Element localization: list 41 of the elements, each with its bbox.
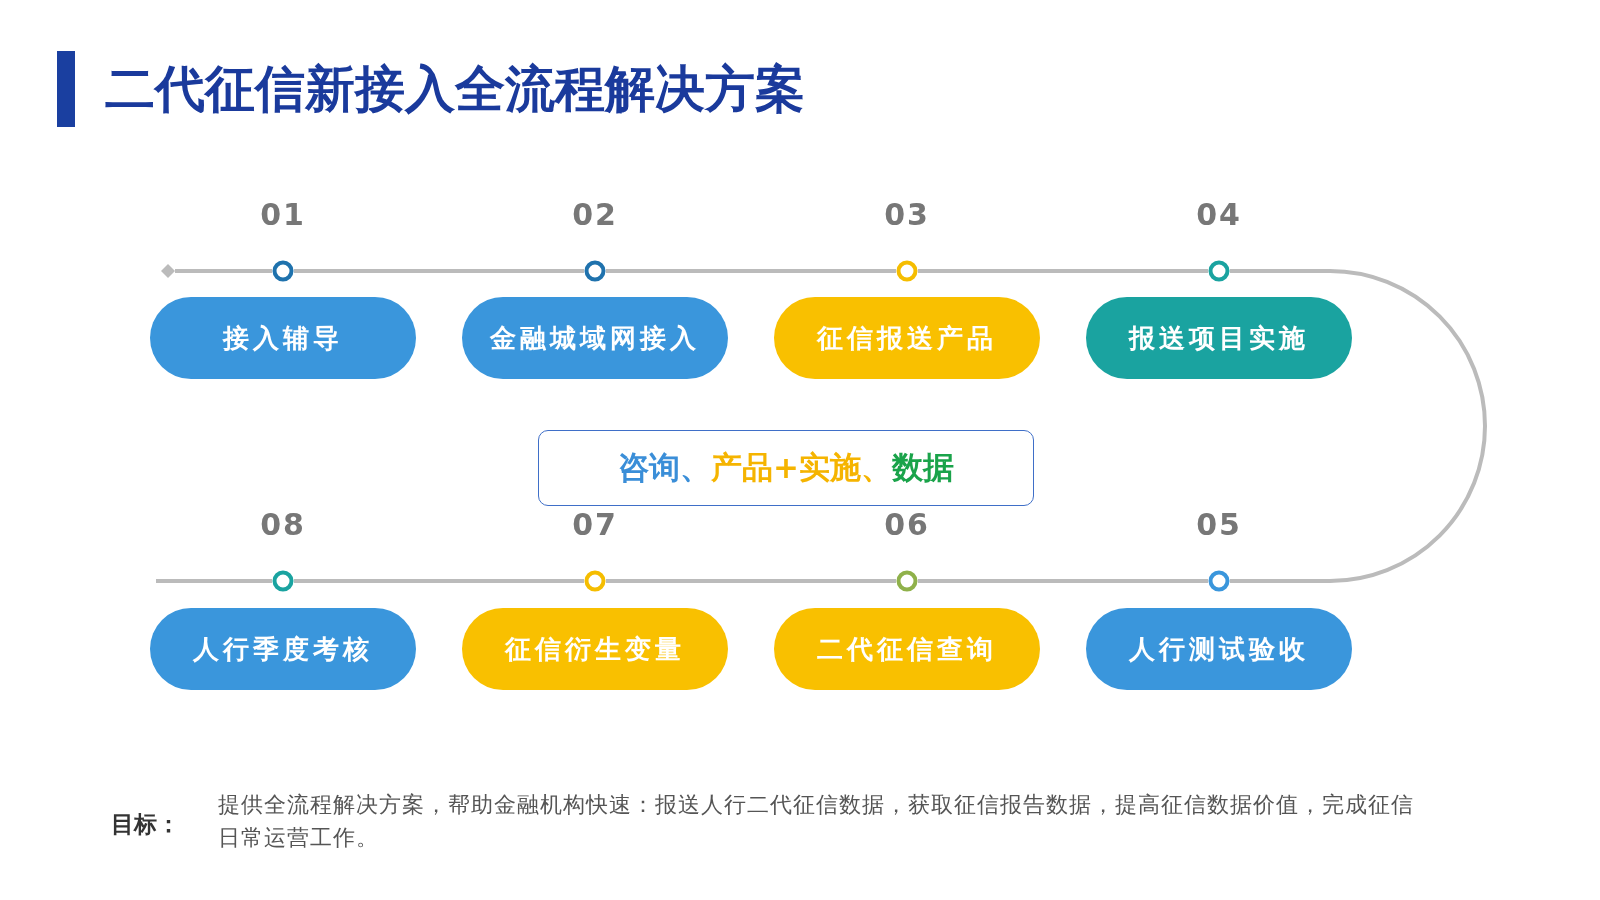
summary-text: 数据: [892, 448, 954, 487]
goal-label: 目标：: [111, 810, 180, 839]
step-number: 06: [883, 507, 931, 542]
timeline-circle: [584, 570, 606, 592]
timeline-line: [918, 579, 1208, 583]
step-number: 07: [571, 507, 619, 542]
step-number: 01: [259, 197, 307, 232]
step-number: 04: [1195, 197, 1243, 232]
timeline-circle: [1208, 570, 1230, 592]
timeline-line: [156, 579, 272, 583]
timeline-line: [294, 579, 584, 583]
step-pill: 接入辅导: [150, 297, 416, 379]
timeline-line: [606, 269, 896, 273]
step-pill: 人行测试验收: [1086, 608, 1352, 690]
step-pill: 征信衍生变量: [462, 608, 728, 690]
step-number: 08: [259, 507, 307, 542]
step-number: 02: [571, 197, 619, 232]
goal-text: 提供全流程解决方案，帮助金融机构快速：报送人行二代征信数据，获取征信报告数据，提高征信数据价值，完成征信日常运营工作。: [218, 791, 1415, 852]
timeline-circle: [896, 570, 918, 592]
summary-text: 咨询、: [618, 448, 711, 487]
timeline-circle: [584, 260, 606, 282]
summary-box: [538, 430, 1034, 506]
timeline-circle: [1208, 260, 1230, 282]
timeline-line: [606, 579, 896, 583]
timeline-line: [1230, 269, 1487, 583]
timeline-circle: [896, 260, 918, 282]
step-pill: 征信报送产品: [774, 297, 1040, 379]
summary-text: 产品+实施、: [711, 448, 892, 487]
step-pill: 人行季度考核: [150, 608, 416, 690]
step-pill: 报送项目实施: [1086, 297, 1352, 379]
title: 二代征信新接入全流程解决方案: [57, 51, 805, 127]
timeline-line: [294, 269, 584, 273]
step-number: 03: [883, 197, 931, 232]
step-pill: 二代征信查询: [774, 608, 1040, 690]
timeline-circle: [272, 570, 294, 592]
timeline-line: [918, 269, 1208, 273]
step-number: 05: [1195, 507, 1243, 542]
line-end-diamond: [161, 264, 175, 278]
timeline-line: [175, 269, 272, 273]
step-pill: 金融城域网接入: [462, 297, 728, 379]
timeline-circle: [272, 260, 294, 282]
